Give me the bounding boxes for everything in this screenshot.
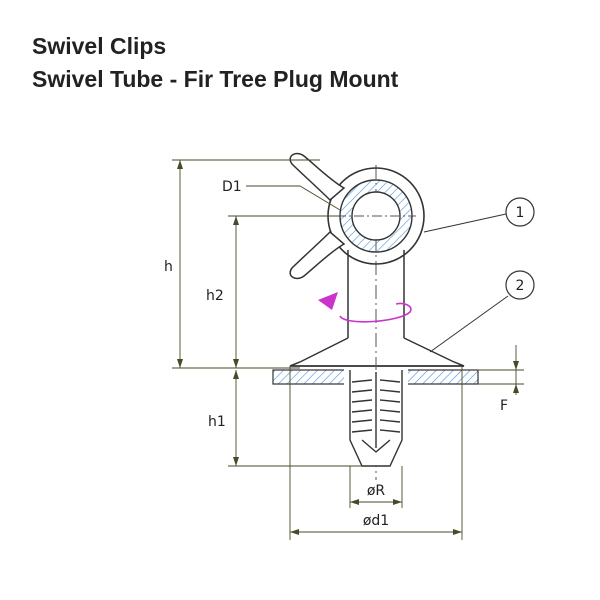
dimension-lines — [172, 159, 524, 540]
callout-1-label: 1 — [516, 205, 525, 221]
label-d1: ød1 — [363, 513, 389, 529]
title-line-2: Swivel Tube - Fir Tree Plug Mount — [32, 66, 399, 92]
tube-body — [289, 250, 465, 367]
label-R: øR — [367, 483, 386, 499]
label-F: F — [500, 398, 508, 414]
clip-wings — [289, 152, 346, 280]
callout-leaders — [423, 213, 509, 353]
dimension-arrowheads — [177, 160, 519, 535]
callout-1: 1 — [505, 197, 535, 227]
label-h1: h1 — [208, 414, 226, 430]
label-D1: D1 — [222, 179, 242, 195]
label-h2: h2 — [206, 288, 224, 304]
title-line-1: Swivel Clips — [32, 33, 167, 59]
clip-ring — [327, 167, 425, 265]
callout-2-label: 2 — [516, 278, 525, 294]
fir-tree-plug — [349, 370, 403, 467]
rotation-arrow — [318, 292, 412, 323]
label-h: h — [164, 259, 173, 275]
callout-2: 2 — [505, 270, 535, 300]
